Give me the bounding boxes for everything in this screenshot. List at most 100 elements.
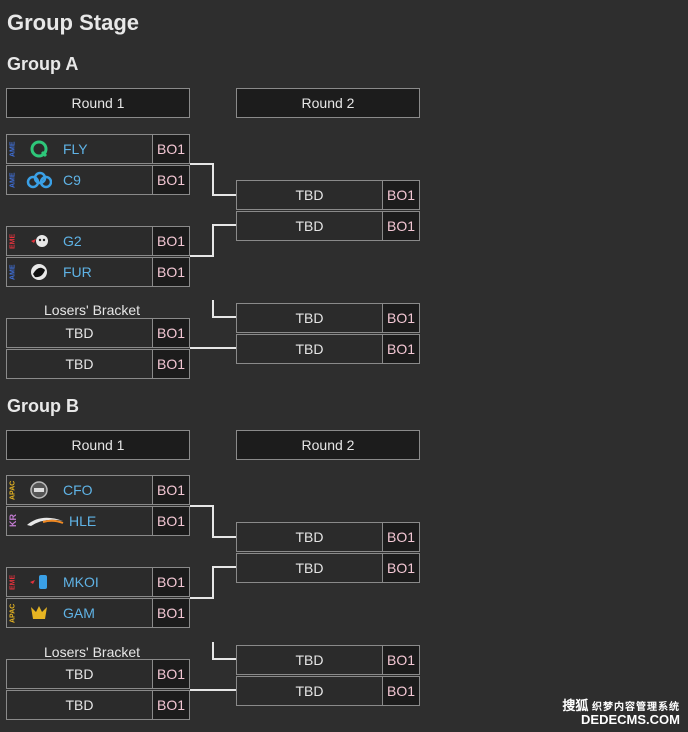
best-of-label: BO1 [153,227,189,255]
match-row[interactable]: TBD BO1 [236,645,420,675]
best-of-label: BO1 [153,476,189,504]
team-name: TBD [65,325,94,341]
bracket-connector [212,163,214,196]
best-of-label: BO1 [153,568,189,596]
best-of-label: BO1 [153,135,189,163]
watermark-url: DEDECMS.COM [581,712,680,727]
team-name: TBD [65,697,94,713]
group-b-title: Group B [7,396,79,416]
team-name: HLE [69,513,97,529]
bracket-connector [190,347,236,349]
losers-bracket-label: Losers' Bracket [44,644,141,660]
bracket-connector [212,505,214,538]
region-tag: AME [9,141,17,157]
best-of-label: BO1 [383,335,419,363]
match-row[interactable]: EME MKOI BO1 [6,567,190,597]
match-row[interactable]: APAC GAM BO1 [6,598,190,628]
team-name: FUR [63,264,92,280]
best-of-label: BO1 [153,660,189,688]
best-of-label: BO1 [383,677,419,705]
match-row[interactable]: TBD BO1 [236,676,420,706]
match-row[interactable]: TBD BO1 [236,180,420,210]
region-tag: AME [9,264,17,280]
gam-logo-icon [25,602,53,624]
group-a-round1-header: Round 1 [6,88,190,118]
bracket-connector [212,194,236,196]
region-tag: EME [9,574,17,590]
best-of-label: BO1 [383,181,419,209]
best-of-label: BO1 [153,319,189,347]
bracket-connector [190,163,213,165]
team-name: FLY [63,141,88,157]
bracket-connector [212,300,214,317]
team-name: TBD [295,310,324,326]
watermark-cn: 搜狐 [562,698,589,713]
match-row[interactable]: TBD BO1 [236,553,420,583]
best-of-label: BO1 [153,507,189,535]
bracket-connector [190,505,213,507]
match-row[interactable]: TBD BO1 [236,522,420,552]
group-b-round2-header: Round 2 [236,430,420,460]
best-of-label: BO1 [153,599,189,627]
match-row[interactable]: TBD BO1 [6,318,190,348]
region-tag: EME [9,233,17,249]
group-a-round2-header: Round 2 [236,88,420,118]
group-b-round1-header: Round 1 [6,430,190,460]
watermark-sub: 织梦内容管理系统 [592,702,680,713]
mkoi-logo-icon [25,571,53,593]
bracket-connector [212,642,214,659]
hle-logo-icon [25,510,65,532]
best-of-label: BO1 [383,646,419,674]
match-row[interactable]: KR HLE BO1 [6,506,190,536]
team-name: TBD [65,356,94,372]
match-row[interactable]: AME FLY BO1 [6,134,190,164]
region-tag: APAC [9,480,17,500]
match-row[interactable]: EME G2 BO1 [6,226,190,256]
team-name: GAM [63,605,95,621]
team-name: TBD [65,666,94,682]
team-name: C9 [63,172,81,188]
team-name: TBD [295,652,324,668]
region-tag: APAC [9,603,17,623]
bracket-connector [212,566,214,599]
match-row[interactable]: TBD BO1 [236,211,420,241]
bracket-connector [212,658,236,660]
fur-panther-logo-icon [25,261,53,283]
team-name: TBD [295,341,324,357]
bracket-connector [212,316,236,318]
match-row[interactable]: TBD BO1 [236,334,420,364]
team-name: TBD [295,187,324,203]
team-name: MKOI [63,574,99,590]
cfo-logo-icon [25,479,53,501]
region-tag: AME [9,172,17,188]
region-tag: KR [8,514,18,528]
g2-samurai-logo-icon [25,230,53,252]
bracket-connector [212,224,236,226]
page-title: Group Stage [7,10,140,35]
match-row[interactable]: APAC CFO BO1 [6,475,190,505]
fly-logo-icon [25,138,53,160]
best-of-label: BO1 [383,304,419,332]
bracket-connector [190,689,236,691]
group-a-title: Group A [7,54,79,74]
best-of-label: BO1 [153,691,189,719]
team-name: TBD [295,560,324,576]
best-of-label: BO1 [153,350,189,378]
match-row[interactable]: AME FUR BO1 [6,257,190,287]
bracket-connector [212,566,236,568]
team-name: TBD [295,218,324,234]
bracket-connector [190,597,213,599]
team-name: G2 [63,233,82,249]
bracket-connector [190,255,213,257]
c9-cloud-logo-icon [25,169,53,191]
best-of-label: BO1 [383,212,419,240]
match-row[interactable]: TBD BO1 [6,690,190,720]
match-row[interactable]: AME C9 BO1 [6,165,190,195]
best-of-label: BO1 [383,523,419,551]
match-row[interactable]: TBD BO1 [6,659,190,689]
best-of-label: BO1 [383,554,419,582]
team-name: TBD [295,683,324,699]
match-row[interactable]: TBD BO1 [6,349,190,379]
match-row[interactable]: TBD BO1 [236,303,420,333]
team-name: TBD [295,529,324,545]
